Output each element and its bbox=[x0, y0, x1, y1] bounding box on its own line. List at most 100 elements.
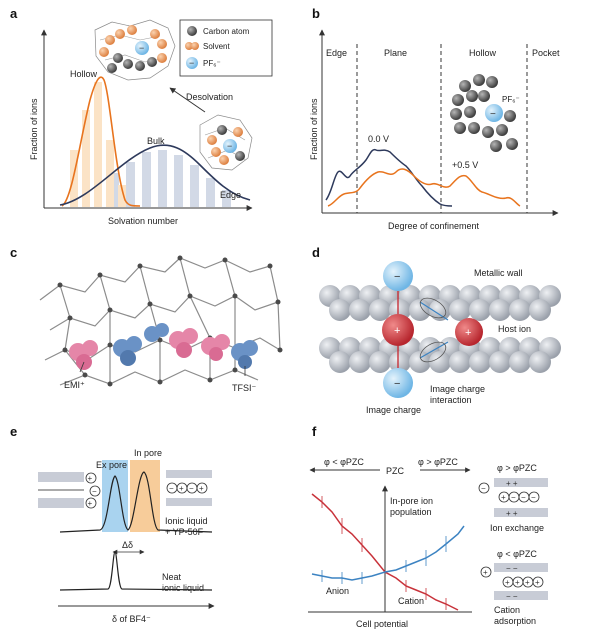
panel-b-letter: b bbox=[312, 6, 320, 21]
svg-text:−: − bbox=[189, 58, 194, 68]
svg-text:+: + bbox=[483, 568, 488, 577]
panel-a: a Fraction of ions Solvation number bbox=[10, 6, 273, 226]
label-ion-exchange: Ion exchange bbox=[490, 523, 544, 533]
cation-error-bars bbox=[321, 496, 447, 610]
in-pore-icon: − + − + bbox=[166, 470, 212, 506]
label-image-charge: Image charge bbox=[366, 405, 421, 415]
svg-text:+: + bbox=[394, 325, 400, 337]
hollow-curve bbox=[61, 76, 141, 207]
svg-text:−: − bbox=[511, 493, 516, 502]
svg-text:−: − bbox=[92, 487, 97, 496]
label-tfsi: TFSI⁻ bbox=[232, 383, 256, 393]
ion-icon bbox=[186, 57, 198, 69]
panel-b: b Edge Plane Hollow Pocket 0.0 V +0.5 V … bbox=[309, 6, 560, 231]
panel-f: f φ < φPZC PZC φ > φPZC In-pore ion popu… bbox=[308, 424, 548, 629]
label-neat-1: Neat bbox=[162, 572, 182, 582]
panel-a-letter: a bbox=[10, 6, 18, 21]
svg-text:+: + bbox=[88, 499, 93, 508]
svg-text:−: − bbox=[521, 493, 526, 502]
legend-carbon: Carbon atom bbox=[203, 27, 250, 36]
ion-exchange-icon: + + + + + − − − − bbox=[478, 478, 548, 518]
panel-c-letter: c bbox=[10, 245, 17, 260]
svg-text:+: + bbox=[505, 578, 510, 587]
label-il-1: Ionic liquid bbox=[165, 516, 208, 526]
label-05v: +0.5 V bbox=[452, 160, 478, 170]
panel-f-letter: f bbox=[312, 424, 317, 439]
panel-c: c E bbox=[10, 245, 283, 393]
anion-error-bars bbox=[321, 536, 447, 584]
svg-text:− −: − − bbox=[506, 564, 518, 573]
label-il-2: + YP-50F bbox=[165, 527, 204, 537]
label-emi: EMI⁺ bbox=[64, 380, 85, 390]
cation-adsorption-icon: − − − − + + + + + bbox=[480, 563, 548, 601]
label-adsorption-1: Cation bbox=[494, 605, 520, 615]
curve-0v bbox=[325, 148, 453, 207]
metallic-wall-bottom bbox=[319, 337, 561, 373]
emi-ion-clusters bbox=[69, 328, 230, 370]
svg-text:+: + bbox=[515, 578, 520, 587]
svg-text:−: − bbox=[139, 43, 144, 53]
svg-text:− −: − − bbox=[506, 592, 518, 601]
label-desolvation: Desolvation bbox=[186, 92, 233, 102]
label-population-2: population bbox=[390, 507, 432, 517]
label-anion: Anion bbox=[326, 586, 349, 596]
svg-text:+: + bbox=[88, 474, 93, 483]
desolvation-arrow bbox=[169, 87, 206, 113]
svg-text:+: + bbox=[501, 493, 506, 502]
image-charge-top bbox=[383, 261, 413, 291]
label-population-1: In-pore ion bbox=[390, 496, 433, 506]
label-adsorption-phi: φ < φPZC bbox=[497, 549, 537, 559]
svg-text:+ +: + + bbox=[506, 479, 518, 488]
panel-b-xlabel: Degree of confinement bbox=[388, 221, 480, 231]
label-pf6: PF₆⁻ bbox=[502, 95, 520, 104]
svg-text:+: + bbox=[199, 484, 204, 493]
tfsi-ion-clusters bbox=[113, 323, 258, 369]
in-pore-region bbox=[130, 460, 160, 532]
host-ion-1 bbox=[382, 314, 414, 346]
ex-pore-icon: + − + bbox=[38, 472, 101, 509]
svg-text:−: − bbox=[227, 141, 232, 151]
label-in-pore: In pore bbox=[134, 448, 162, 458]
panel-d-letter: d bbox=[312, 245, 320, 260]
bulk-histogram-bars bbox=[110, 150, 231, 207]
label-adsorption-2: adsorption bbox=[494, 616, 536, 626]
svg-text:−: − bbox=[531, 493, 536, 502]
svg-text:−: − bbox=[394, 378, 400, 390]
solvated-cluster-illustration: − bbox=[94, 19, 176, 81]
panel-a-ylabel: Fraction of ions bbox=[29, 98, 39, 160]
label-image-charge-interaction-1: Image charge bbox=[430, 384, 485, 394]
legend-solvent: Solvent bbox=[203, 42, 230, 51]
svg-text:+: + bbox=[179, 484, 184, 493]
carbon-atom-icon bbox=[187, 26, 197, 36]
label-cation: Cation bbox=[398, 596, 424, 606]
panel-e-letter: e bbox=[10, 424, 17, 439]
panel-a-legend: Carbon atom Solvent − PF₆⁻ bbox=[179, 19, 273, 77]
svg-text:−: − bbox=[189, 484, 194, 493]
svg-text:−: − bbox=[169, 484, 174, 493]
panel-a-xlabel: Solvation number bbox=[108, 216, 178, 226]
panel-e: e Ex pore In pore + − + − + bbox=[10, 424, 215, 624]
label-image-charge-interaction-2: interaction bbox=[430, 395, 472, 405]
spectrum-neat bbox=[59, 551, 213, 591]
image-charge-bottom bbox=[383, 368, 413, 398]
bulk-curve bbox=[59, 144, 251, 206]
label-phi-right: φ > φPZC bbox=[418, 457, 458, 467]
host-ion-2 bbox=[455, 318, 483, 346]
legend-ion: PF₆⁻ bbox=[203, 59, 221, 68]
curve-05v bbox=[327, 168, 521, 207]
label-bulk: Bulk bbox=[147, 136, 165, 146]
svg-text:+: + bbox=[535, 578, 540, 587]
label-phi-left: φ < φPZC bbox=[324, 457, 364, 467]
region-pocket: Pocket bbox=[532, 48, 560, 58]
label-delta: Δδ bbox=[122, 540, 133, 550]
panel-d: d bbox=[312, 245, 561, 415]
spectrum-il-yp50f bbox=[59, 471, 213, 533]
metallic-wall-top bbox=[319, 285, 561, 321]
label-exchange-phi: φ > φPZC bbox=[497, 463, 537, 473]
solvent-icon bbox=[185, 42, 193, 50]
label-hollow: Hollow bbox=[70, 69, 98, 79]
svg-text:+: + bbox=[525, 578, 530, 587]
label-metallic-wall: Metallic wall bbox=[474, 268, 523, 278]
hollow-histogram-bars bbox=[70, 82, 126, 207]
anion-curve bbox=[311, 525, 465, 581]
